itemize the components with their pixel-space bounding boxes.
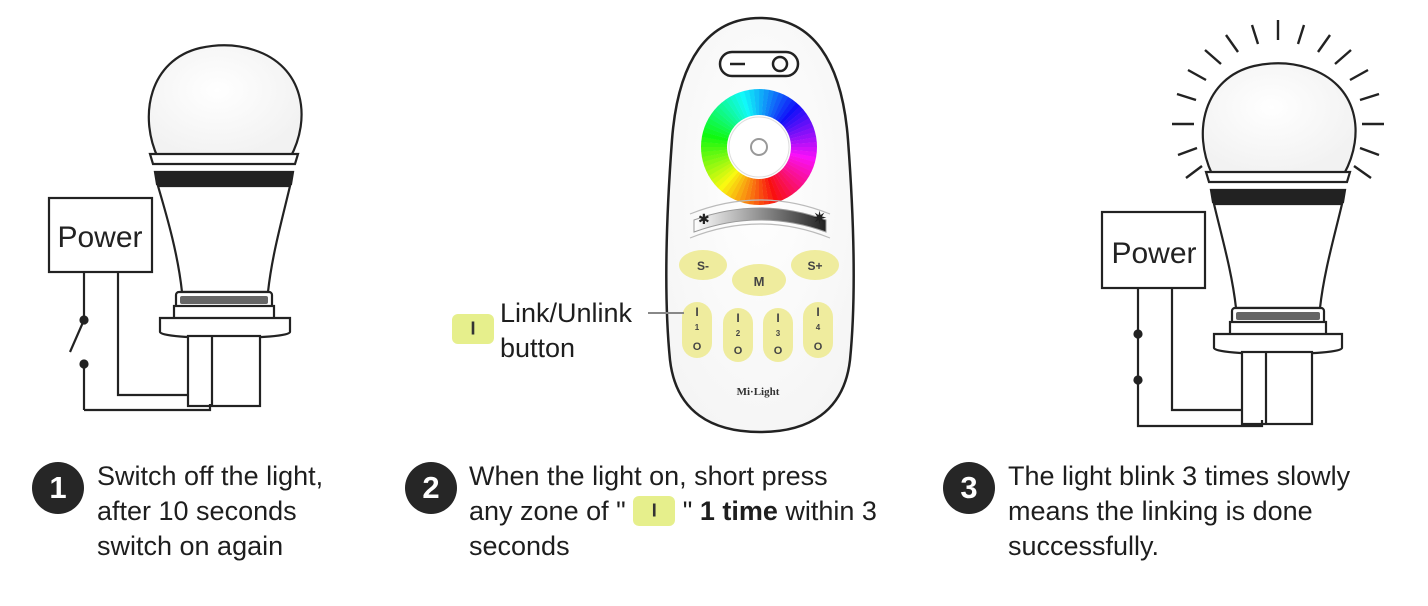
zone-buttons: I 1O I 2O I 3O I 4O bbox=[682, 302, 833, 362]
zone-on-icon-highlight: I bbox=[633, 496, 676, 526]
zone-off-label: O bbox=[814, 341, 823, 353]
zone-on-label: I bbox=[816, 305, 819, 319]
power-label: Power bbox=[57, 221, 142, 254]
step-3-line: successfully. bbox=[1008, 531, 1160, 561]
step-1-text: Switch off the light, after 10 seconds s… bbox=[97, 459, 323, 564]
step-3-line: The light blink 3 times slowly bbox=[1008, 461, 1351, 491]
zone-on-label: I bbox=[736, 311, 739, 325]
zone-off-label: O bbox=[734, 345, 743, 357]
zone-off-label: O bbox=[774, 345, 783, 357]
zone-number-label: 2 bbox=[736, 329, 741, 338]
bright-sun-icon: ✷ bbox=[812, 208, 827, 229]
zone-number-label: 4 bbox=[816, 323, 821, 332]
step-2-bold-text: 1 time bbox=[699, 496, 778, 526]
bulb-globe bbox=[147, 44, 303, 160]
speed-down-label: S- bbox=[697, 259, 709, 273]
brightness-slider[interactable] bbox=[693, 207, 827, 233]
color-wheel[interactable] bbox=[701, 89, 817, 205]
step-2-line: any zone of " I " 1 time within 3 bbox=[469, 494, 877, 529]
step-1-badge: 1 bbox=[32, 462, 84, 514]
step-3-badge: 3 bbox=[943, 462, 995, 514]
link-unlink-callout: I Link/Unlink button bbox=[452, 296, 632, 366]
remote-control: ✱ ✷ S- M S+ I 1O I 2O I 3O I 4O Mi·Light bbox=[648, 16, 855, 434]
power-box bbox=[47, 196, 154, 274]
mode-button[interactable] bbox=[732, 264, 786, 296]
step-2-text-fragment: " bbox=[682, 496, 693, 526]
power-box bbox=[1100, 210, 1207, 290]
zone-on-icon-highlight: I bbox=[452, 314, 494, 344]
light-rays bbox=[1172, 20, 1384, 179]
step-2-line: When the light on, short press bbox=[469, 461, 828, 491]
mode-label: M bbox=[754, 274, 765, 289]
zone-off-label: O bbox=[693, 341, 702, 353]
bulb-globe bbox=[1201, 62, 1357, 176]
speed-up-button[interactable] bbox=[791, 250, 839, 280]
step-2-text: When the light on, short press any zone … bbox=[469, 459, 877, 564]
zone-1-button[interactable] bbox=[682, 302, 712, 358]
zone-number-label: 1 bbox=[695, 323, 700, 332]
bulb-off-illustration bbox=[47, 44, 303, 412]
speed-down-button[interactable] bbox=[679, 250, 727, 280]
zone-3-button[interactable] bbox=[763, 308, 793, 362]
step-1-line: after 10 seconds bbox=[97, 496, 297, 526]
dim-sun-icon: ✱ bbox=[698, 212, 710, 228]
callout-line-1: Link/Unlink bbox=[500, 298, 633, 328]
step-2-text-fragment: within 3 bbox=[785, 496, 877, 526]
zone-2-button[interactable] bbox=[723, 308, 753, 362]
brand-logo: Mi·Light bbox=[737, 386, 780, 398]
zone-4-button[interactable] bbox=[803, 302, 833, 358]
step-3-line: means the linking is done bbox=[1008, 496, 1313, 526]
step-2-text-fragment: any zone of " bbox=[469, 496, 626, 526]
bulb-blinking-illustration bbox=[1100, 20, 1384, 428]
step-3-text: The light blink 3 times slowly means the… bbox=[1008, 459, 1350, 564]
callout-line-2: button bbox=[500, 333, 576, 363]
zone-on-label: I bbox=[776, 311, 779, 325]
step-1-line: Switch off the light, bbox=[97, 461, 324, 491]
power-label: Power bbox=[1111, 237, 1196, 270]
zone-number-label: 3 bbox=[776, 329, 781, 338]
step-2-badge: 2 bbox=[405, 462, 457, 514]
step-2-line: seconds bbox=[469, 531, 570, 561]
zone-on-label: I bbox=[695, 305, 698, 319]
step-1-line: switch on again bbox=[97, 531, 284, 561]
speed-up-label: S+ bbox=[807, 259, 822, 273]
